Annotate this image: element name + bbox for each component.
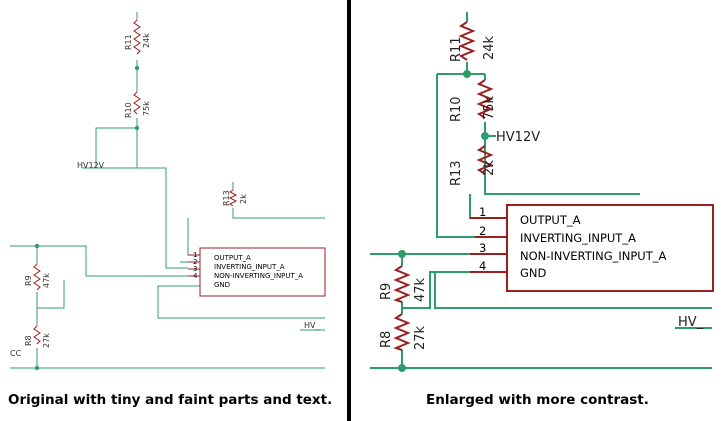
- pin-number: 3: [193, 265, 197, 273]
- resistor-r13: [476, 145, 494, 175]
- r10-value: 75k: [482, 95, 497, 120]
- ic-chip-left: [199, 247, 326, 297]
- wire: [37, 280, 65, 309]
- resistor-r9: [393, 265, 411, 303]
- wire: [436, 74, 475, 238]
- r10-value: 75k: [142, 101, 151, 116]
- net-label-hv12v: HV12V: [496, 130, 540, 145]
- r11-name: R11: [449, 36, 464, 62]
- ic-chip-right: [506, 204, 714, 292]
- pin-label: GND: [214, 281, 230, 289]
- pin-label: INVERTING_INPUT_A: [214, 263, 285, 271]
- net-label-hv: HV_: [678, 315, 704, 330]
- junction-dot: [34, 365, 40, 371]
- r13-name: R13: [222, 190, 231, 206]
- junction-dot: [398, 364, 406, 372]
- left-schematic: R11 24k R10 75k R13 2k R9 47k R8 27k HV1…: [10, 12, 326, 371]
- junction-dot: [134, 65, 140, 71]
- resistor-r9: [33, 263, 41, 291]
- r9-value: 47k: [413, 277, 428, 302]
- r13-value: 2k: [482, 160, 497, 176]
- pin-label: INVERTING_INPUT_A: [520, 231, 636, 245]
- r11-value: 24k: [142, 33, 151, 48]
- left-caption: Original with tiny and faint parts and t…: [8, 392, 333, 408]
- net-label-cc: CC: [10, 349, 22, 358]
- pin-label: OUTPUT_A: [520, 213, 581, 227]
- net-label-hv12v: HV12V: [77, 161, 105, 170]
- junction-dot: [463, 70, 471, 78]
- r13-name: R13: [449, 160, 464, 186]
- wire: [95, 118, 188, 269]
- resistor-r11: [133, 19, 141, 55]
- pin-label: GND: [520, 266, 547, 280]
- resistor-r8: [33, 325, 41, 345]
- resistor-r10: [476, 79, 494, 119]
- r9-name: R9: [24, 275, 33, 286]
- pin-label: NON-INVERTING_INPUT_A: [214, 272, 303, 280]
- chip-pins: [470, 217, 507, 273]
- r9-name: R9: [379, 283, 394, 300]
- r8-value: 27k: [413, 325, 428, 350]
- pin-number: 4: [479, 259, 486, 273]
- wire: [187, 218, 200, 256]
- pin-label: NON-INVERTING_INPUT_A: [520, 249, 666, 263]
- resistor-r8: [393, 313, 411, 351]
- wire: [434, 271, 712, 309]
- pin-number: 1: [479, 205, 486, 219]
- r11-value: 24k: [482, 35, 497, 60]
- r8-name: R8: [24, 335, 33, 346]
- resistor-r13: [228, 189, 238, 207]
- junction-dot: [134, 125, 140, 131]
- pin-number: 2: [193, 258, 197, 266]
- wire: [10, 245, 200, 277]
- r9-value: 47k: [42, 273, 51, 288]
- pin-number: 3: [479, 241, 486, 255]
- pin-number: 1: [193, 251, 197, 259]
- right-caption: Enlarged with more contrast.: [426, 392, 649, 408]
- junction-dot: [398, 250, 406, 258]
- pin-number: 2: [479, 224, 486, 238]
- wire: [157, 285, 325, 319]
- wire: [232, 208, 325, 219]
- net-label-hv: HV_: [304, 321, 320, 330]
- resistor-r10: [133, 91, 141, 115]
- r10-name: R10: [449, 96, 464, 122]
- r8-name: R8: [379, 331, 394, 348]
- r11-name: R11: [124, 34, 133, 50]
- r8-value: 27k: [42, 333, 51, 348]
- r10-name: R10: [124, 102, 133, 118]
- chip-pins: [188, 254, 200, 277]
- r13-value: 2k: [239, 194, 248, 204]
- resistor-r11: [458, 21, 476, 61]
- pin-label: OUTPUT_A: [214, 254, 251, 262]
- junction-dot: [481, 132, 489, 140]
- junction-dot: [34, 243, 40, 249]
- right-schematic: R11 24k R10 75k R13 2k R9 47k R8 27k HV1…: [370, 12, 714, 372]
- pin-number: 4: [193, 272, 198, 280]
